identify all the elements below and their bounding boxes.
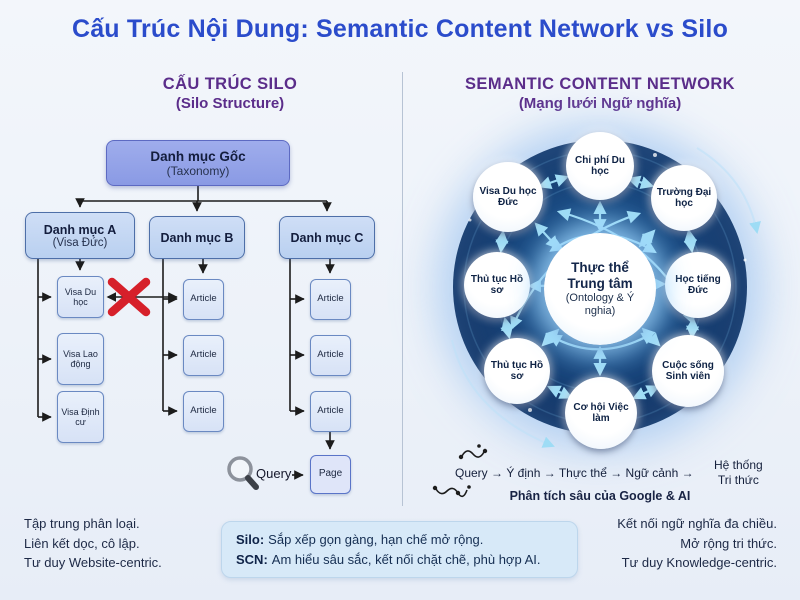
silo-category-c-box: Danh mục C [279, 216, 375, 259]
scn-note-line2: Mở rộng tri thức. [680, 535, 777, 551]
summary-scn-label: SCN: [236, 552, 268, 567]
category-c-label: Danh mục C [290, 230, 364, 245]
scn-node-cuoc-song-sinh-vien: Cuộc sống Sinh viên [652, 335, 724, 407]
silo-article-b2: Article [183, 335, 224, 376]
summary-scn-line: SCN:Am hiểu sâu sắc, kết nối chặt chẽ, p… [236, 550, 563, 570]
scn-node-visa-du-hoc-duc: Visa Du học Đức [473, 162, 543, 232]
scn-heading-sub: (Mạng lưới Ngữ nghĩa) [518, 95, 682, 112]
silo-article-c3: Article [310, 391, 351, 432]
scn-node-co-hoi-viec-lam: Cơ hội Việc làm [565, 377, 637, 449]
silo-section-heading: CẤU TRÚC SILO (Silo Structure) [60, 74, 400, 114]
scn-note-line1: Kết nối ngữ nghĩa đa chiều. [617, 516, 777, 531]
summary-silo-label: Silo: [236, 532, 265, 547]
scn-node-thu-tuc-ho-so-2: Thủ tục Hồ sơ [484, 338, 550, 404]
silo-note-line1: Tập trung phân loại. [24, 516, 140, 531]
scn-summary-note: Kết nối ngữ nghĩa đa chiều. Mở rộng tri … [563, 514, 777, 573]
scn-center-entity-node: Thực thể Trung tâm (Ontology & Ý nghia) [544, 233, 656, 345]
scn-center-title: Thực thể Trung tâm [567, 260, 633, 291]
query-flow-result: Hệ thống Tri thức [714, 458, 763, 487]
flow-caption: Phân tích sâu của Google & AI [509, 489, 691, 503]
silo-root-label: Danh mục Gốc [150, 148, 246, 164]
scn-node-thu-tuc-ho-so-1: Thủ tục Hồ sơ [464, 252, 530, 318]
scn-node-truong-dai-hoc: Trường Đại học [651, 165, 717, 231]
silo-article-b1: Article [183, 279, 224, 320]
scn-note-line3: Tư duy Knowledge-centric. [621, 555, 777, 570]
silo-note-line3: Tư duy Website-centric. [24, 555, 162, 570]
flow-result-line1: Hệ thống [714, 458, 763, 472]
blocked-link-x-icon [107, 277, 151, 317]
silo-note-line2: Liên kết dọc, cô lập. [24, 535, 140, 551]
scn-node-hoc-tieng-duc: Học tiếng Đức [665, 252, 731, 318]
flow-result-line2: Tri thức [717, 472, 759, 487]
scn-center-subtitle: (Ontology & Ý nghia) [565, 292, 635, 317]
silo-root-sublabel: (Taxonomy) [166, 163, 230, 178]
category-b-label: Danh mục B [160, 230, 234, 245]
silo-leaf-visa-du-hoc: Visa Du học [57, 276, 104, 318]
silo-leaf-visa-lao-dong: Visa Lao động [57, 333, 104, 385]
silo-article-c2: Article [310, 335, 351, 376]
comparison-summary-box: Silo:Sắp xếp gọn gàng, hạn chế mở rộng. … [221, 521, 578, 578]
scn-heading-title: SEMANTIC CONTENT NETWORK [465, 75, 735, 93]
magnifier-icon [227, 456, 259, 490]
query-label: Query [256, 466, 292, 481]
silo-category-b-box: Danh mục B [149, 216, 245, 259]
summary-scn-text: Am hiểu sâu sắc, kết nối chặt chẽ, phù h… [271, 552, 541, 567]
summary-silo-line: Silo:Sắp xếp gọn gàng, hạn chế mở rộng. [236, 530, 563, 550]
silo-heading-title: CẤU TRÚC SILO [162, 75, 298, 93]
scn-node-chi-phi-du-hoc: Chi phí Du học [566, 132, 634, 200]
silo-summary-note: Tập trung phân loại. Liên kết dọc, cô lậ… [24, 514, 162, 573]
silo-article-b3: Article [183, 391, 224, 432]
page-title: Cấu Trúc Nội Dung: Semantic Content Netw… [71, 15, 729, 43]
silo-page-box: Page [310, 455, 351, 494]
section-divider [402, 72, 403, 506]
silo-heading-sub: (Silo Structure) [175, 95, 285, 112]
silo-article-c1: Article [310, 279, 351, 320]
summary-silo-text: Sắp xếp gọn gàng, hạn chế mở rộng. [268, 532, 484, 547]
silo-root-box: Danh mục Gốc (Taxonomy) [106, 140, 290, 186]
category-a-label: Danh mục A [43, 222, 117, 237]
scn-section-heading: SEMANTIC CONTENT NETWORK (Mạng lưới Ngữ … [420, 74, 780, 114]
query-flow-steps: Query → Ý định → Thực thể → Ngữ cảnh → [455, 466, 694, 480]
silo-category-a-box: Danh mục A (Visa Đức) [25, 212, 135, 259]
silo-leaf-visa-dinh-cu: Visa Định cư [57, 391, 104, 443]
category-a-sublabel: (Visa Đức) [52, 236, 108, 249]
